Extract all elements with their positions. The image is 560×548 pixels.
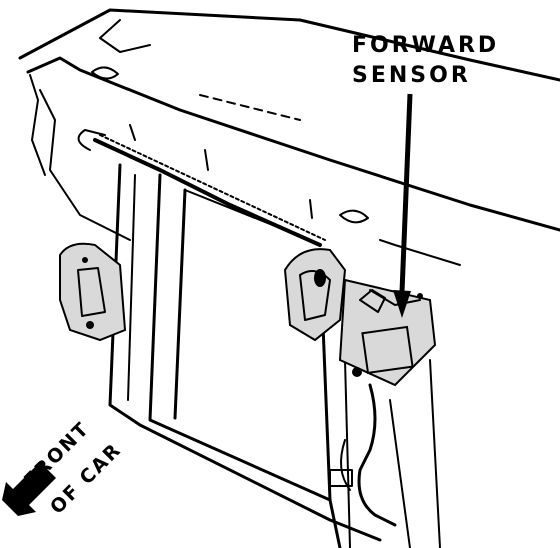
front-of-car-indicator: FRONT OF CAR (2, 418, 126, 519)
callout-line-2: SENSOR (352, 63, 471, 88)
radiator-support-frame (108, 163, 441, 548)
leader-arrowhead (393, 290, 411, 318)
hood-release-cable (77, 129, 326, 247)
leader-line (399, 93, 413, 293)
forward-sensor-callout: FORWARD SENSOR (352, 33, 499, 318)
hood-latch (283, 248, 347, 342)
callout-line-1: FORWARD (352, 33, 499, 58)
upper-body-panel (18, 8, 560, 266)
direction-arrow-icon (2, 462, 56, 516)
sensor-wiring (329, 383, 397, 527)
side-bracket (59, 242, 127, 342)
forward-sensor (338, 278, 437, 387)
